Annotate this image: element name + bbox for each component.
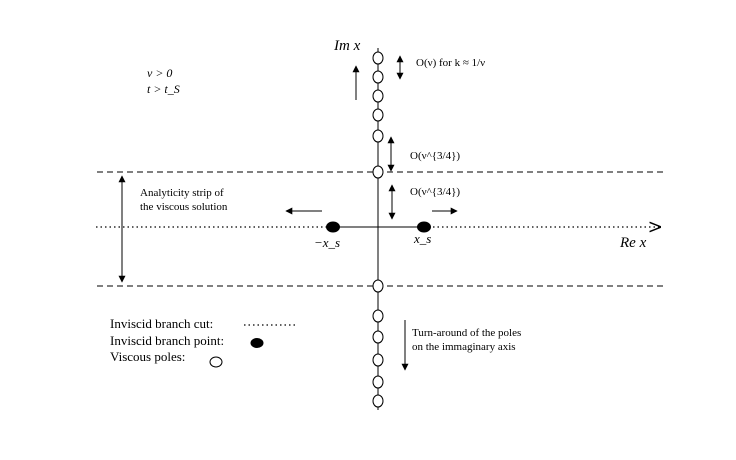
legend-point-swatch: [250, 338, 264, 348]
pole: [372, 279, 384, 293]
legend-point-label: Inviscid branch point:: [110, 333, 224, 348]
legend-poles-label: Viscous poles:: [110, 349, 185, 364]
branch-point-right-label: x_s: [413, 231, 431, 246]
pole: [372, 51, 384, 65]
pole: [372, 330, 384, 344]
spacing-near-axis-label: O(ν^{3/4}): [410, 186, 460, 198]
turnaround-label-line1: Turn-around of the poles: [412, 327, 521, 339]
pole: [372, 108, 384, 122]
pole: [372, 165, 384, 179]
real-axis-label: Re x: [619, 235, 647, 251]
legend: Inviscid branch cut: Inviscid branch poi…: [110, 316, 296, 368]
condition-time: t > t_S: [147, 82, 180, 96]
strip-label-line1: Analyticity strip of: [140, 187, 224, 199]
strip-label-line2: the viscous solution: [140, 201, 228, 213]
branch-point-left-label: −x_s: [314, 235, 340, 250]
legend-cut-label: Inviscid branch cut:: [110, 316, 213, 331]
legend-poles-swatch: [209, 356, 223, 368]
pole: [372, 89, 384, 103]
imaginary-axis-label: Im x: [333, 38, 361, 54]
pole: [372, 309, 384, 323]
branch-point-right: [417, 221, 431, 233]
branch-point-left: [326, 221, 340, 233]
turnaround-label-line2: on the immaginary axis: [412, 341, 516, 353]
condition-nu: ν > 0: [147, 66, 172, 80]
pole: [372, 394, 384, 408]
pole: [372, 70, 384, 84]
pole: [372, 353, 384, 367]
pole: [372, 375, 384, 389]
spacing-top-label: O(ν) for k ≈ 1/ν: [416, 57, 485, 69]
spacing-mid-label: O(ν^{3/4}): [410, 150, 460, 162]
pole: [372, 129, 384, 143]
viscous-poles: [372, 51, 384, 408]
